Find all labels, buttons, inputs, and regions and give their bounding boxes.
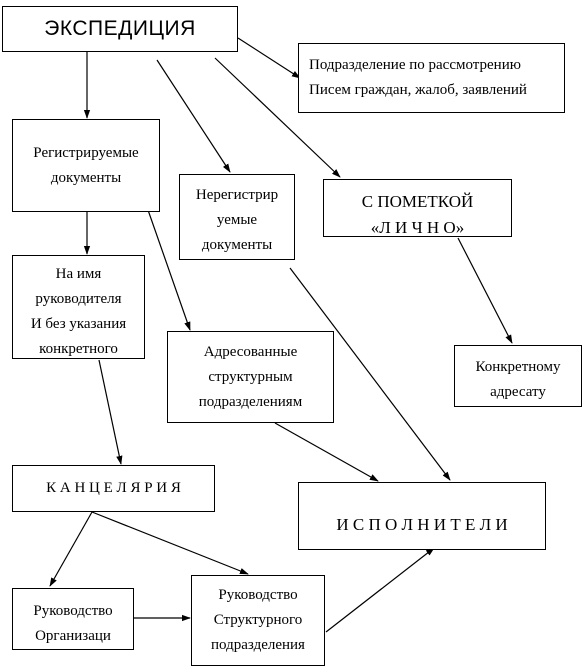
dept-management-line-3: подразделения bbox=[211, 637, 305, 653]
dept-management-line-2: Структурного bbox=[213, 612, 303, 628]
arrow-chancellery-to-org-management bbox=[49, 511, 93, 587]
to-head-line-1: На имя bbox=[55, 266, 102, 282]
registered-docs-line-1: Регистрируемые bbox=[33, 144, 139, 161]
specific-addressee-line-2: адресату bbox=[490, 384, 546, 400]
to-head-line-2: руководителя bbox=[35, 291, 122, 307]
org-management-line-2: Организаци bbox=[35, 628, 111, 644]
arrow-unregistered-to-executors bbox=[289, 267, 451, 481]
unregistered-docs-box: Нерегистрир уемые документы bbox=[179, 174, 295, 260]
to-head-box: На имя руководителя И без указания конкр… bbox=[12, 255, 145, 359]
org-management-line-1: Руководство bbox=[33, 603, 113, 619]
specific-addressee-box: Конкретному адресату bbox=[454, 345, 582, 407]
to-departments-line-3: подразделениям bbox=[198, 393, 303, 410]
unregistered-docs-line-3: документы bbox=[201, 237, 273, 253]
chancellery-label: К А Н Ц Е Л Я Р И Я bbox=[46, 480, 181, 496]
unregistered-docs-line-2: уемые bbox=[216, 212, 258, 228]
expedition-label: ЭКСПЕДИЦИЯ bbox=[44, 17, 196, 40]
arrow-expedition-to-unregistered-docs bbox=[156, 59, 231, 173]
arrow-chancellery-to-dept-management bbox=[91, 511, 249, 575]
arrow-registered-to-to-departments bbox=[147, 209, 191, 331]
to-departments-line-2: структурным bbox=[208, 368, 293, 385]
to-head-line-3: И без указания bbox=[30, 316, 127, 332]
to-departments-line-1: Адресованные bbox=[203, 343, 298, 360]
dept-management-box: Руководство Структурного подразделения bbox=[191, 575, 325, 666]
arrow-expedition-to-complaints-unit bbox=[237, 37, 301, 79]
arrow-to-head-to-chancellery bbox=[98, 359, 123, 465]
org-management-box: Руководство Организаци bbox=[12, 588, 134, 650]
personal-mark-box: С ПОМЕТКОЙ «Л И Ч Н О» bbox=[323, 179, 512, 237]
registered-docs-box: Регистрируемые документы bbox=[12, 119, 160, 212]
expedition-box: ЭКСПЕДИЦИЯ bbox=[2, 6, 238, 52]
executors-label: И С П О Л Н И Т Е Л И bbox=[336, 515, 508, 534]
arrow-expedition-to-personal-mark bbox=[214, 57, 341, 178]
registered-docs-line-2: документы bbox=[50, 169, 122, 186]
to-departments-box: Адресованные структурным подразделениям bbox=[167, 331, 334, 423]
dept-management-line-1: Руководство bbox=[218, 587, 298, 603]
arrow-dept-management-to-executors bbox=[325, 547, 435, 633]
arrow-to-departments-to-executors bbox=[274, 422, 379, 482]
executors-box: И С П О Л Н И Т Е Л И bbox=[298, 482, 546, 550]
personal-mark-line-2: «Л И Ч Н О» bbox=[370, 218, 465, 237]
chancellery-box: К А Н Ц Е Л Я Р И Я bbox=[12, 465, 215, 512]
to-head-line-4: конкретного bbox=[39, 341, 118, 357]
arrow-personal-mark-to-specific-addressee bbox=[457, 237, 513, 344]
complaints-unit-box: Подразделение по рассмотрению Писем граж… bbox=[298, 43, 565, 113]
complaints-unit-line-2: Писем граждан, жалоб, заявлений bbox=[309, 82, 527, 98]
personal-mark-line-1: С ПОМЕТКОЙ bbox=[361, 192, 474, 211]
specific-addressee-line-1: Конкретному bbox=[475, 359, 561, 375]
complaints-unit-line-1: Подразделение по рассмотрению bbox=[309, 57, 521, 73]
unregistered-docs-line-1: Нерегистрир bbox=[195, 187, 279, 203]
